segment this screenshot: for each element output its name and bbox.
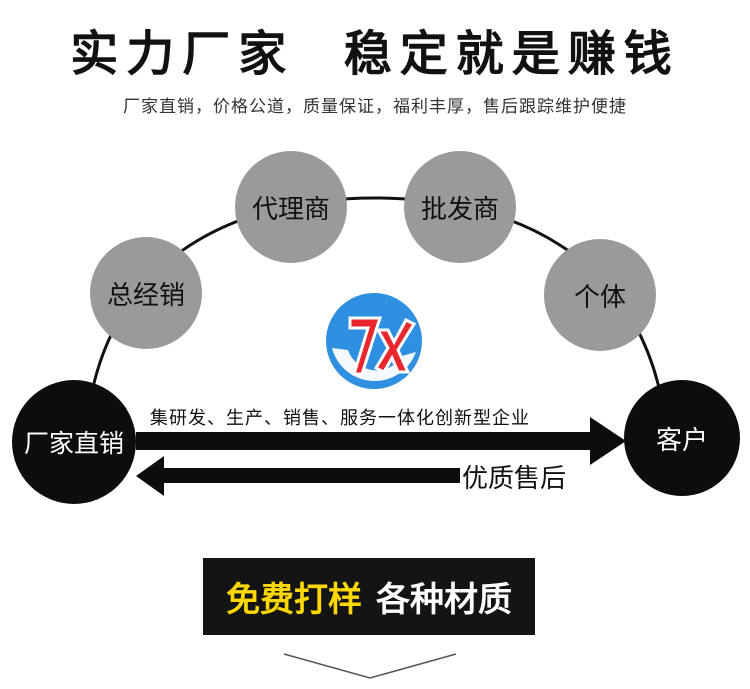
- free-sample-banner: 免费打样 各种材质: [203, 558, 535, 635]
- company-logo: [326, 293, 422, 389]
- node-general-distributor: 总经销: [90, 237, 202, 349]
- page-subtitle: 厂家直销，价格公道，质量保证，福利丰厚，售后跟踪维护便捷: [123, 97, 627, 117]
- banner-highlight: 免费打样: [226, 580, 362, 620]
- page-title: 实力厂家 稳定就是赚钱: [70, 26, 680, 82]
- chevron-down-icon: [283, 653, 457, 679]
- node-agent: 代理商: [235, 151, 347, 263]
- node-factory-direct: 厂家直销: [12, 380, 136, 504]
- forward-arrow-label: 集研发、生产、销售、服务一体化创新型企业: [150, 408, 530, 429]
- banner-text: 各种材质: [376, 580, 512, 620]
- node-customer: 客户: [624, 380, 740, 496]
- back-arrow-label: 优质售后: [462, 464, 567, 494]
- node-individual: 个体: [544, 239, 656, 351]
- node-wholesaler: 批发商: [404, 151, 516, 263]
